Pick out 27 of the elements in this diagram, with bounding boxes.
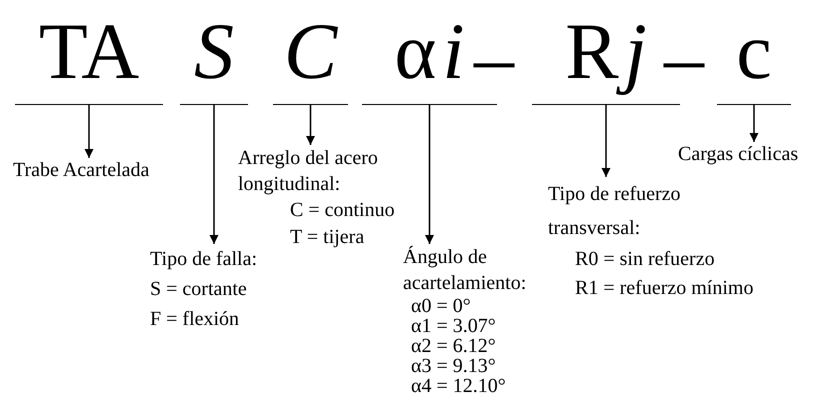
arrow <box>602 105 610 177</box>
code-segment: C <box>273 0 348 105</box>
arrow <box>84 105 94 158</box>
definition-line: T = tijera <box>290 225 364 250</box>
arrow <box>210 105 218 244</box>
annotation-heading: Tipo de refuerzo transversal: <box>548 182 682 241</box>
code-segment: c <box>717 0 791 105</box>
annotation-heading: Tipo de falla: <box>150 247 258 272</box>
definition-line: R0 = sin refuerzo <box>575 247 715 272</box>
definition-line: S = cortante <box>150 277 247 302</box>
code-segment: S <box>180 0 248 105</box>
definition-line: α4 = 12.10° <box>411 376 506 396</box>
arrow <box>425 105 434 244</box>
annotation-heading: Ángulo de acartelamiento: <box>403 244 528 296</box>
arrow <box>306 105 315 145</box>
annotation-heading: Trabe Acartelada <box>13 158 150 182</box>
arrow <box>750 105 758 142</box>
definition-line: F = flexión <box>150 307 240 332</box>
definition-line: α1 = 3.07° <box>411 316 496 336</box>
definition-line: C = continuo <box>290 198 395 223</box>
definition-line: α0 = 0° <box>411 296 471 316</box>
definition-line: α3 = 9.13° <box>411 356 496 376</box>
code-segment: TA <box>15 0 163 105</box>
annotation-heading: Arreglo del acero longitudinal: <box>238 146 379 197</box>
definition-line: α2 = 6.12° <box>411 336 496 356</box>
definition-line: R1 = refuerzo mínimo <box>575 276 754 301</box>
annotation-heading: Cargas cíclicas <box>678 142 798 166</box>
